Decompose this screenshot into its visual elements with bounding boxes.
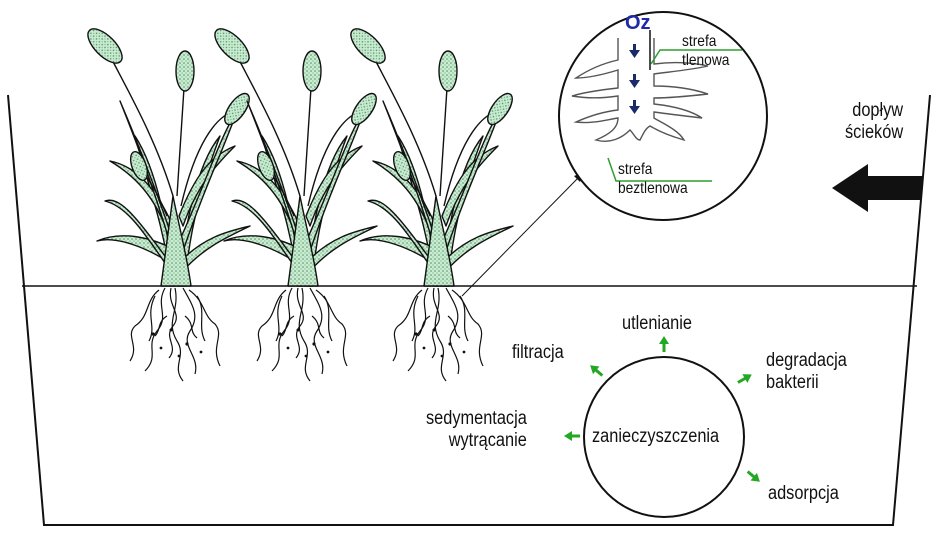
sedimentation-label: sedymentacja wytrącanie: [426, 408, 527, 452]
degradation-label: degradacja bakterii: [766, 350, 847, 394]
inflow-line-2: ścieków: [845, 122, 904, 143]
degradation-line-2: bakterii: [766, 372, 819, 393]
sedimentation-line-1: sedymentacja: [426, 408, 527, 429]
ozone-label: Oz: [625, 12, 651, 34]
aerobic-zone-line-1: strefa: [682, 33, 717, 50]
filtration-arrow: [585, 359, 608, 381]
basin-outline: [7, 94, 931, 526]
sedimentation-line-2: wytrącanie: [448, 430, 527, 451]
aerobic-zone-pointer: [649, 30, 742, 70]
plant-2: [208, 22, 382, 382]
adsorption-arrow: [742, 466, 765, 488]
oxidation-arrow: [657, 334, 671, 354]
filtration-label: filtracja: [512, 342, 564, 363]
pollutant-circle: [583, 356, 745, 518]
anaerobic-zone-line-1: strefa: [618, 161, 653, 178]
inflow-label: dopływ ścieków: [845, 100, 903, 144]
anaerobic-zone-label: strefa beztlenowa: [618, 160, 688, 198]
inflow-line-1: dopływ: [852, 100, 904, 121]
root-cross-section: [571, 38, 709, 142]
plant-3: [344, 22, 518, 382]
sedimentation-arrow: [562, 429, 582, 443]
aerobic-zone-label: strefa tlenowa: [682, 32, 729, 70]
adsorption-label: adsorpcja: [768, 483, 839, 504]
anaerobic-zone-line-2: beztlenowa: [618, 180, 688, 197]
plant-1: [81, 22, 255, 382]
aerobic-zone-line-2: tlenowa: [682, 52, 730, 69]
inflow-arrow: [832, 164, 922, 212]
degradation-line-1: degradacja: [766, 350, 847, 371]
degradation-arrow: [733, 368, 756, 389]
oxidation-label: utlenianie: [622, 313, 692, 334]
anaerobic-zone-pointer: [607, 157, 712, 182]
ozone-diffusion-arrows: [629, 44, 640, 114]
magnify-pointer-line: [461, 175, 581, 297]
pollutants-label: zanieczyszczenia: [592, 426, 720, 447]
